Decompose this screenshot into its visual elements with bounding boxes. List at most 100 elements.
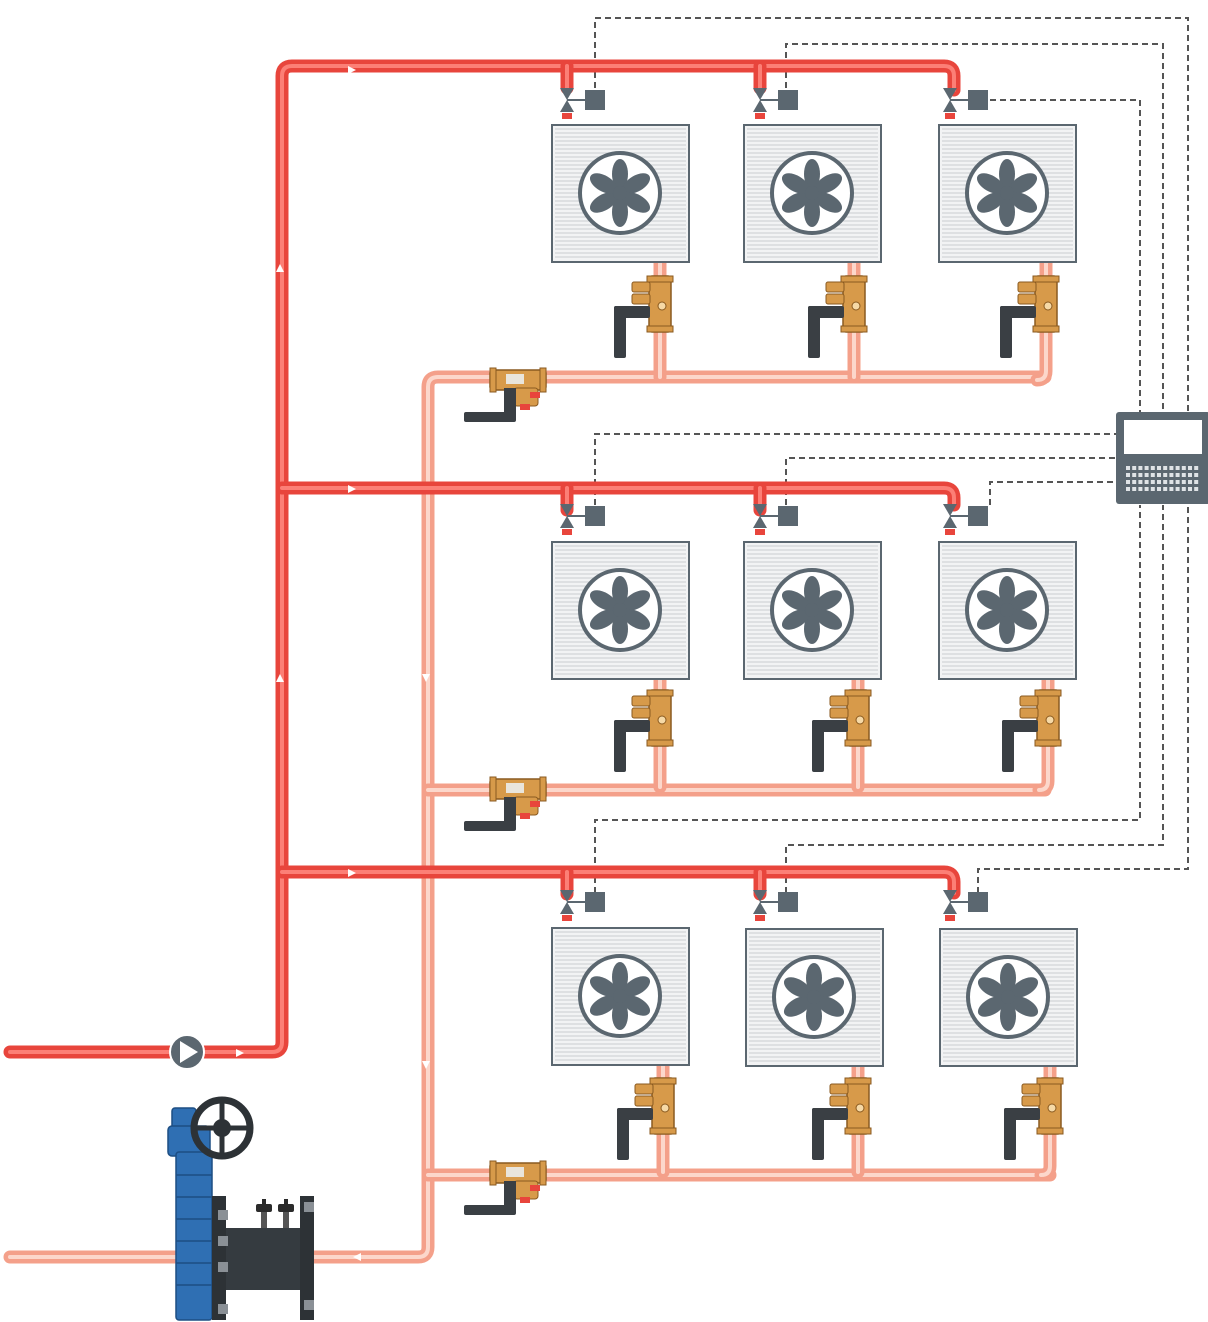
fan-icon [966, 955, 1050, 1039]
control-wire [594, 433, 1118, 505]
butterfly-valve-icon [167, 1096, 314, 1321]
test-port [631, 281, 651, 293]
test-port [829, 1083, 849, 1095]
valve-tail [755, 529, 765, 535]
return-main-pipe [3, 370, 1052, 1264]
actuator-icon [585, 506, 605, 526]
two-way-valve-icon [943, 88, 988, 119]
handle [617, 1108, 629, 1160]
balancing-valve-icon [812, 1077, 872, 1160]
valve-tail [755, 915, 765, 921]
two-way-valve-icon [943, 890, 988, 921]
controller-screen [1124, 420, 1202, 454]
handle [504, 388, 516, 416]
actuator-icon [585, 892, 605, 912]
test-port [634, 1095, 654, 1107]
fan-coil-unit [551, 927, 690, 1066]
flow-arrow-icon [236, 1049, 244, 1057]
controller-keypad [1126, 466, 1199, 491]
fan-icon [578, 568, 662, 652]
test-port [825, 293, 845, 305]
two-way-valve-icon [753, 88, 798, 119]
actuator-icon [968, 506, 988, 526]
unit-return-pipe [1034, 1058, 1057, 1182]
return-pipes [3, 255, 1057, 1264]
balancing-valve-icon [464, 1160, 547, 1215]
handle [504, 797, 516, 825]
control-wire [989, 481, 1118, 505]
valve-tail [945, 529, 955, 535]
nameplate [506, 374, 524, 384]
handle [504, 1181, 516, 1209]
flow-arrow-icon [353, 1253, 361, 1261]
balancing-valve-icon [614, 689, 674, 772]
unit-return-pipe [1032, 672, 1055, 797]
nameplate [506, 1167, 524, 1177]
fan-coil-unit [551, 124, 690, 263]
flow-arrow-icon [422, 674, 430, 682]
test-port [1021, 1095, 1041, 1107]
control-wire [594, 17, 1189, 420]
flow-arrow-icon [422, 1061, 430, 1069]
fan-icon [965, 151, 1049, 235]
valve-tail [562, 113, 572, 119]
balancing-valve-icon [614, 275, 674, 358]
supply-branch-pipe [275, 481, 961, 512]
flow-arrow-icon [348, 869, 356, 877]
fan-icon [770, 151, 854, 235]
test-point-icon [278, 1199, 294, 1228]
valve-tail [562, 529, 572, 535]
fan-icon [770, 568, 854, 652]
supply-pipes [3, 59, 961, 1059]
handle [1004, 1108, 1016, 1160]
flow-arrow-icon [348, 485, 356, 493]
handle [614, 306, 626, 358]
balancing-valve-icon [812, 689, 872, 772]
fan-icon [578, 151, 662, 235]
test-port [634, 1083, 654, 1095]
actuator-icon [968, 892, 988, 912]
fan-icon [965, 568, 1049, 652]
handle [614, 720, 626, 772]
flow-arrow-icon [276, 264, 284, 272]
controller-icon [1116, 412, 1208, 504]
balancing-valve-icon [1004, 1077, 1064, 1160]
control-wire [990, 99, 1141, 420]
coil-fins [942, 545, 1073, 675]
test-port [1019, 695, 1039, 707]
nameplate [506, 783, 524, 793]
fan-icon [772, 955, 856, 1039]
fan-coil-unit [745, 928, 884, 1067]
actuator-icon [585, 90, 605, 110]
flange-bolt [304, 1300, 314, 1310]
fan-coil-unit [939, 928, 1078, 1067]
test-port [631, 695, 651, 707]
test-port [1019, 707, 1039, 719]
two-way-valve-icon [560, 504, 605, 535]
test-port [829, 1095, 849, 1107]
valve-tail [945, 113, 955, 119]
handle [808, 306, 820, 358]
coil-fins [749, 932, 880, 1062]
fan-coil-unit [938, 124, 1077, 263]
control-wire [594, 505, 1141, 893]
flange [212, 1196, 226, 1320]
fan-coil-unit [743, 541, 882, 680]
handle [464, 412, 516, 422]
balancing-valve-icon [464, 776, 547, 831]
two-way-valve-icon [560, 88, 605, 119]
flange-bolt [218, 1304, 228, 1314]
test-port [1021, 1083, 1041, 1095]
balancing-valve-icon [1000, 275, 1060, 358]
flange-bolt [304, 1202, 314, 1212]
test-port [1017, 293, 1037, 305]
actuator-icon [778, 506, 798, 526]
valve-tail [945, 915, 955, 921]
flange-bolt [218, 1262, 228, 1272]
test-port [1017, 281, 1037, 293]
pump-icon [169, 1034, 205, 1070]
devices [167, 66, 1208, 1321]
two-way-valve-icon [753, 504, 798, 535]
handle [1000, 306, 1012, 358]
